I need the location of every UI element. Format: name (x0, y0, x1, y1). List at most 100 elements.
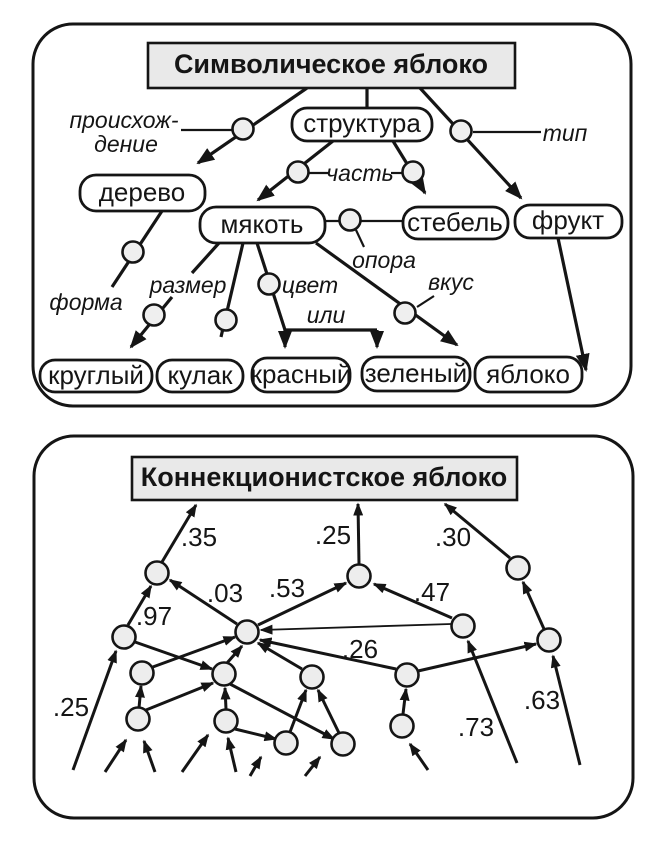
node-krasnyj-box (250, 356, 352, 394)
weight-47: .47 (414, 577, 450, 607)
node-struktura-box (290, 106, 434, 143)
unit-center-l (299, 664, 325, 690)
edge-g-to-a-w97 (126, 584, 153, 626)
relation-circle-vkus (393, 301, 417, 325)
edge-myakot-vkus-to-zelenyj (315, 241, 459, 347)
input-edge-m (248, 755, 263, 777)
label-vkus: вкус (428, 269, 474, 295)
relation-circle-tip (449, 119, 473, 143)
edge-c-to-title-w25 (353, 502, 364, 565)
node-myakot: мякоть (198, 205, 327, 245)
edge-vkus-spur (416, 295, 435, 308)
edge-a-to-title-w35 (160, 503, 198, 563)
node-kruglyj: круглый (38, 358, 154, 394)
weight-73: .73 (458, 712, 494, 742)
weight-25-top: .25 (315, 520, 351, 550)
weight-53: .53 (269, 573, 305, 603)
edge-i-to-b (225, 644, 244, 664)
node-kruglyj-box (38, 358, 154, 394)
node-frukt-label: фрукт (532, 205, 604, 235)
relation-circle-chast-left (286, 160, 310, 184)
edge-q-to-b-w26 (258, 637, 397, 671)
relation-circle-forma (121, 240, 145, 264)
label-ili: или (307, 302, 346, 328)
symbolic-panel: Символическое яблоко структура дерево мя… (31, 22, 633, 408)
unit-center-i (211, 661, 237, 687)
input-edge-k-right (225, 736, 238, 773)
edge-n-to-l (316, 688, 341, 734)
edge-k-to-m (234, 727, 278, 742)
node-struktura: структура (290, 106, 434, 143)
unit-bottom-p (389, 713, 415, 739)
label-chast: часть (326, 160, 393, 186)
node-myakot-label: мякоть (221, 209, 304, 239)
node-yabloko-box (473, 355, 584, 394)
unit-bottom-n (330, 731, 356, 757)
weight-25-left: .25 (53, 692, 89, 722)
connectionist-weight-labels: .35 .25 .30 .97 .03 .53 .47 .26 .25 .73 … (53, 520, 560, 742)
weight-63: .63 (524, 685, 560, 715)
label-opora: опора (352, 247, 416, 273)
label-razmer: размер (149, 272, 227, 298)
input-edge-p (408, 742, 430, 771)
relation-circle-proiskhozhdenie (231, 117, 255, 141)
edge-b-to-a-w03 (168, 578, 238, 626)
weight-97: .97 (136, 601, 172, 631)
edge-g-to-i (134, 640, 214, 671)
node-krasnyj: красный (250, 356, 352, 394)
unit-left-g (111, 624, 137, 650)
node-zelenyj-label: зеленый (365, 358, 467, 388)
node-zelenyj: зеленый (360, 355, 472, 393)
weight-03: .03 (207, 578, 243, 608)
symbolic-title: Символическое яблоко (174, 49, 488, 79)
node-frukt-box (513, 203, 624, 240)
input-edge-k-left (180, 733, 210, 773)
connectionist-title-box (130, 455, 519, 502)
unit-mid-q (394, 662, 420, 688)
node-stebel-label: стебель (407, 207, 503, 237)
relation-circle-opora (338, 208, 362, 232)
edge-title-to-frukt (418, 86, 523, 200)
label-proiskhozhdenie-line2: дение (94, 131, 158, 157)
node-krasnyj-label: красный (251, 359, 352, 389)
unit-left-j (125, 706, 151, 732)
input-edge-w25-to-g (71, 649, 118, 771)
unit-bottom-m (273, 730, 299, 756)
node-zelenyj-box (360, 355, 472, 393)
node-derevo-label: дерево (99, 177, 186, 207)
symbolic-relation-labels: происхож- дение тип часть опора форма ра… (49, 107, 587, 328)
symbolic-relation-circles (121, 117, 473, 332)
edge-p-to-q (399, 687, 410, 715)
node-myakot-box (198, 205, 327, 245)
input-edge-w73-to-e (466, 639, 519, 764)
unit-mid-right-f (536, 627, 562, 653)
connectionist-panel: Коннекционистское яблоко .35 .25 .30 .97… (32, 434, 635, 820)
edge-e-to-b (259, 623, 452, 635)
edge-h-to-b (149, 635, 237, 670)
unit-hub-center (234, 619, 260, 645)
label-tip: тип (543, 120, 588, 146)
weight-35: .35 (181, 522, 217, 552)
node-kruglyj-label: круглый (48, 360, 144, 390)
label-tsvet: цвет (282, 272, 338, 298)
unit-mid-right-e (450, 613, 476, 639)
node-kulak: кулак (155, 358, 245, 394)
label-proiskhozhdenie-line1: происхож- (69, 107, 178, 133)
node-frukt: фрукт (513, 203, 624, 240)
relation-circle-tsvet (257, 272, 281, 296)
relation-circle-kulak (214, 308, 238, 332)
symbolic-nodes: структура дерево мякоть стебель фрукт кр… (38, 106, 624, 394)
weight-26: .26 (342, 634, 378, 664)
edge-f-to-d (521, 580, 546, 630)
weight-30: .30 (435, 522, 471, 552)
unit-top-right (505, 555, 531, 581)
edge-opora-spur (355, 229, 365, 248)
edge-q-to-f (417, 641, 538, 673)
node-yabloko: яблоко (473, 355, 584, 394)
edge-d-to-title-w30 (443, 502, 511, 560)
edge-e-to-c-w47 (372, 582, 453, 620)
edge-i-to-n (229, 682, 336, 741)
node-derevo-box (78, 173, 207, 213)
relation-circle-chast-right (401, 160, 425, 184)
unit-top-left (144, 560, 170, 586)
